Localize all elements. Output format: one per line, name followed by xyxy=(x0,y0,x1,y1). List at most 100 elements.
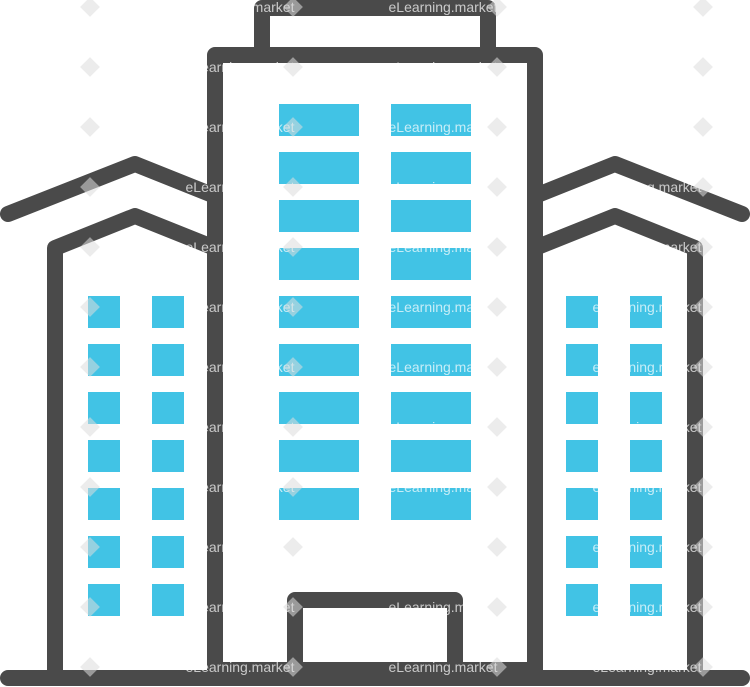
tower-window xyxy=(391,392,471,424)
watermark-text: eLearning.market xyxy=(389,599,498,615)
tower-window xyxy=(391,200,471,232)
watermark-diamond xyxy=(487,57,507,77)
right-window xyxy=(566,296,598,328)
watermark-text: eLearning.market xyxy=(389,659,498,675)
right-window xyxy=(630,296,662,328)
watermark-diamond xyxy=(283,657,303,677)
left-window xyxy=(152,536,184,568)
watermark-diamond xyxy=(283,537,303,557)
watermark-text: eLearning.market xyxy=(186,119,295,135)
watermark-text: eLearning.market xyxy=(593,119,702,135)
right-window xyxy=(566,584,598,616)
entrance-door xyxy=(287,592,463,678)
left-window xyxy=(152,584,184,616)
watermark-diamond xyxy=(487,657,507,677)
watermark-diamond xyxy=(80,417,100,437)
watermark-diamond xyxy=(693,537,713,557)
watermark-diamond xyxy=(283,597,303,617)
tower-window xyxy=(391,104,471,136)
tower-window xyxy=(279,200,359,232)
left-window xyxy=(152,440,184,472)
right-window xyxy=(566,488,598,520)
right-window xyxy=(566,536,598,568)
watermark-diamond xyxy=(80,477,100,497)
left-roof-outer xyxy=(0,156,223,222)
watermark-text: eLearning.market xyxy=(186,599,295,615)
watermark-text: eLearning.market xyxy=(186,539,295,555)
watermark-diamond xyxy=(487,417,507,437)
watermark-diamond xyxy=(487,477,507,497)
watermark-diamond xyxy=(693,357,713,377)
watermark-diamond xyxy=(693,297,713,317)
right-building xyxy=(527,156,750,678)
left-window xyxy=(152,392,184,424)
watermark-text: eLearning.market xyxy=(593,299,702,315)
watermark-diamond xyxy=(283,57,303,77)
left-window xyxy=(152,296,184,328)
watermark-text: eLearning.market xyxy=(593,59,702,75)
watermark-diamond xyxy=(80,0,100,17)
watermark-text: eLearning.market xyxy=(593,179,702,195)
watermark-text: eLearning.market xyxy=(186,419,295,435)
left-window xyxy=(88,392,120,424)
watermark-diamond xyxy=(283,357,303,377)
tower-window xyxy=(391,488,471,520)
watermark-text: eLearning.market xyxy=(593,0,702,15)
watermark-text: eLearning.market xyxy=(389,359,498,375)
watermark-diamond xyxy=(283,237,303,257)
watermark-diamond xyxy=(80,57,100,77)
watermark-diamond xyxy=(693,597,713,617)
tower-window xyxy=(391,440,471,472)
left-window xyxy=(152,488,184,520)
watermark-text: eLearning.market xyxy=(593,239,702,255)
watermark-diamond xyxy=(487,537,507,557)
watermark-text: eLearning.market xyxy=(593,419,702,435)
left-window xyxy=(152,344,184,376)
watermark-text: eLearning.market xyxy=(389,299,498,315)
watermark-text: eLearning.market xyxy=(593,359,702,375)
watermark-diamond xyxy=(487,357,507,377)
right-window xyxy=(566,440,598,472)
watermark-text: eLearning.market xyxy=(186,0,295,15)
tower-body xyxy=(207,47,543,678)
watermark-diamond xyxy=(283,177,303,197)
watermark-diamond xyxy=(487,237,507,257)
watermark-diamond xyxy=(80,237,100,257)
watermark-text: eLearning.market xyxy=(593,539,702,555)
watermark-diamond xyxy=(283,297,303,317)
tower-window xyxy=(391,248,471,280)
right-window xyxy=(566,392,598,424)
watermark-diamond xyxy=(283,0,303,17)
watermark-text: eLearning.market xyxy=(186,359,295,375)
watermark-text: eLearning.market xyxy=(389,119,498,135)
right-window xyxy=(630,392,662,424)
right-roof-outer xyxy=(527,156,750,222)
watermark-diamond xyxy=(80,177,100,197)
watermark-diamond xyxy=(80,297,100,317)
watermark-text: eLearning.market xyxy=(593,479,702,495)
watermark-text: eLearning.market xyxy=(186,239,295,255)
watermark-diamond xyxy=(80,357,100,377)
right-window xyxy=(630,584,662,616)
right-window xyxy=(630,488,662,520)
watermark-text: eLearning.market xyxy=(389,539,498,555)
watermark-diamond xyxy=(693,657,713,677)
tower-window xyxy=(391,344,471,376)
watermark-text: eLearning.market xyxy=(186,299,295,315)
watermark-diamond xyxy=(487,297,507,317)
watermark-text: eLearning.market xyxy=(593,659,702,675)
watermark-text: eLearning.market xyxy=(389,419,498,435)
watermark-diamond xyxy=(487,597,507,617)
right-window xyxy=(630,536,662,568)
watermark-text: eLearning.market xyxy=(186,479,295,495)
watermark-text: eLearning.market xyxy=(593,599,702,615)
watermark-text: eLearning.market xyxy=(389,0,498,15)
watermark-diamond xyxy=(283,417,303,437)
watermark-text: eLearning.market xyxy=(389,239,498,255)
watermark-diamond xyxy=(283,477,303,497)
right-window xyxy=(566,344,598,376)
tower-window xyxy=(391,152,471,184)
watermark-text: eLearning.market xyxy=(186,179,295,195)
watermark-diamond xyxy=(693,417,713,437)
